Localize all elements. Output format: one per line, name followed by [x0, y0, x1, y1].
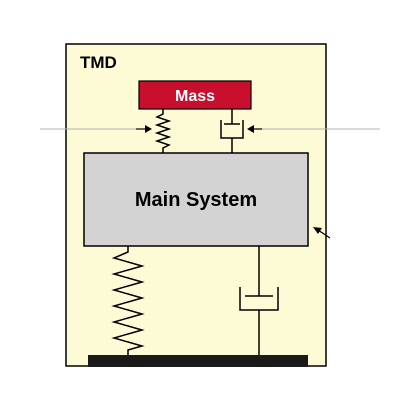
- tmd-label: TMD: [80, 53, 117, 72]
- spring-pointer-arrow: [40, 125, 152, 133]
- mass-label: Mass: [175, 88, 215, 105]
- tmd-spring: [154, 109, 172, 153]
- main-system-block: [83, 152, 309, 247]
- main-damper: [239, 246, 279, 356]
- mass-block: [138, 80, 252, 110]
- damper-pointer-arrow: [247, 125, 380, 133]
- main-system-label: Main System: [135, 189, 257, 211]
- tmd-damper: [220, 109, 244, 153]
- main-system-pointer-arrow: [313, 227, 331, 239]
- main-spring: [111, 246, 145, 356]
- ground-bar: [88, 355, 308, 367]
